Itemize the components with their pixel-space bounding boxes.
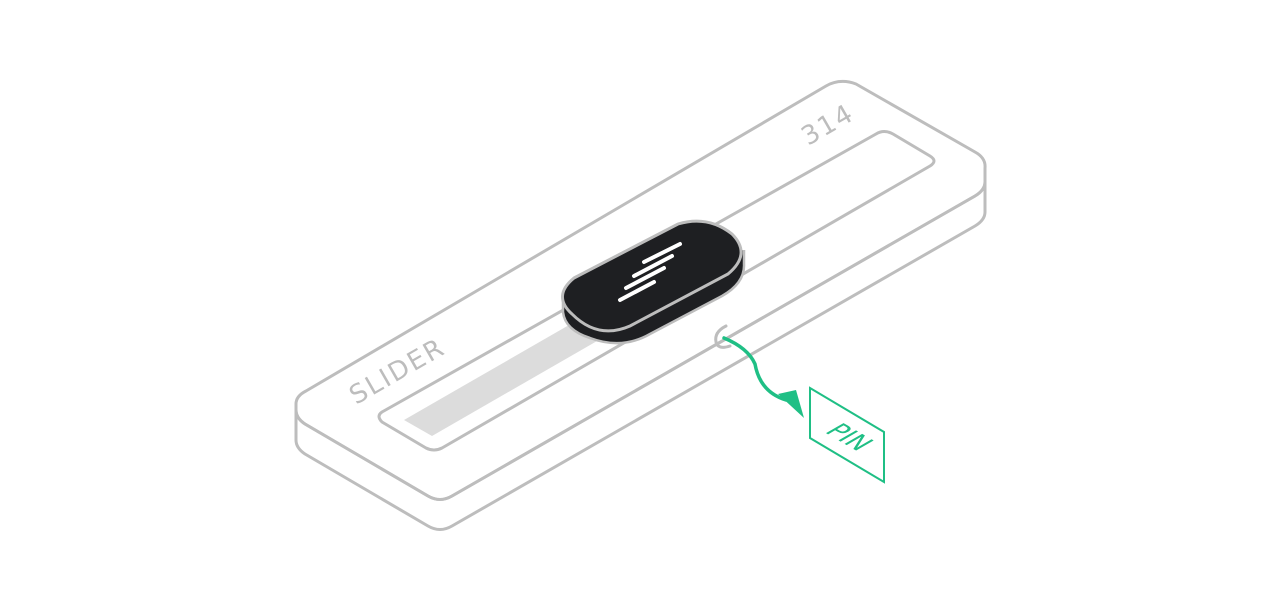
pin-wire — [722, 336, 804, 418]
knob-grip — [618, 242, 682, 302]
arrow-icon — [778, 390, 804, 418]
pin-label-box: PIN — [809, 386, 885, 484]
pin-hole-icon — [714, 324, 732, 349]
track-fill — [404, 321, 604, 436]
slider-knob-icon[interactable] — [561, 219, 746, 345]
